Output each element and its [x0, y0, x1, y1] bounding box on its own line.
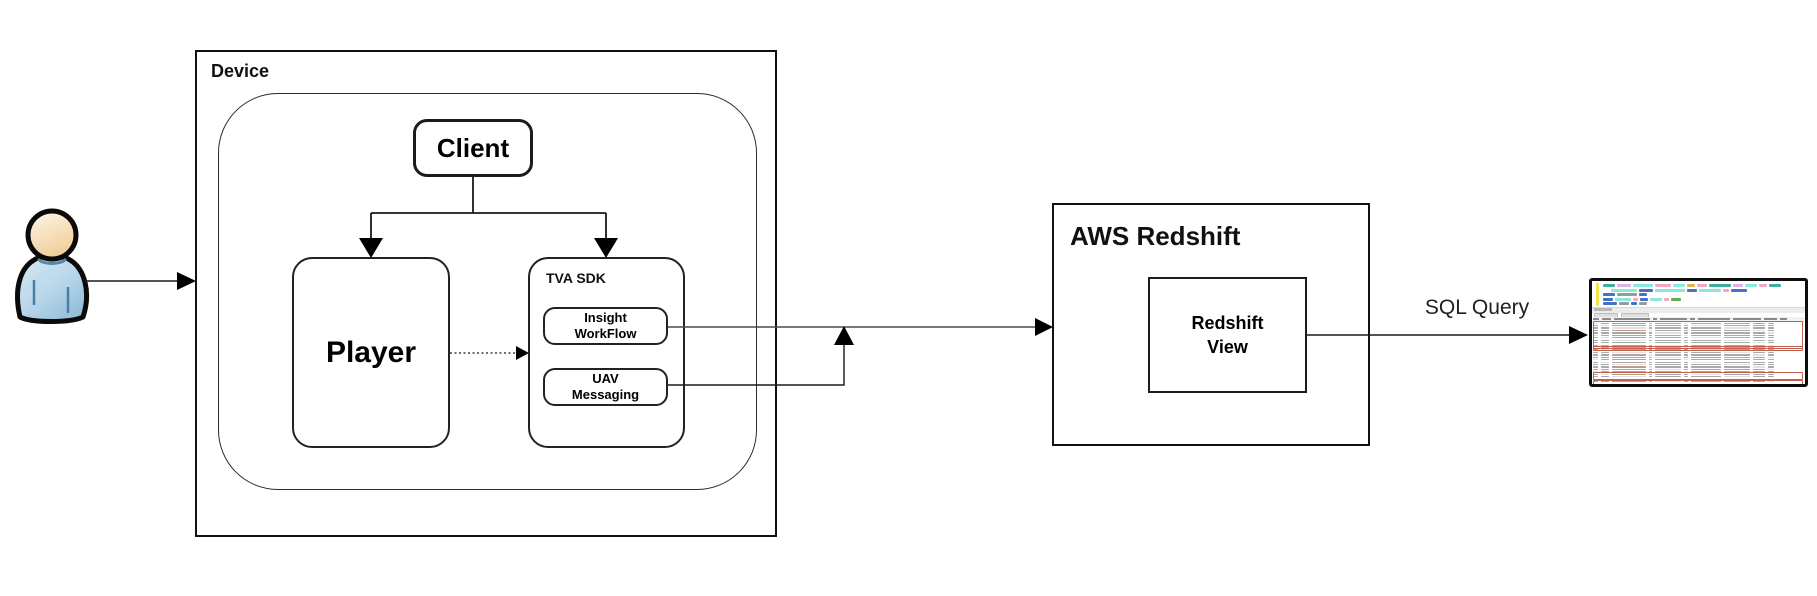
results-row — [1593, 332, 1804, 334]
results-row — [1593, 356, 1804, 358]
results-row — [1593, 381, 1804, 383]
person-icon — [15, 208, 90, 324]
query-results-thumbnail — [1589, 278, 1808, 387]
results-toolbar — [1592, 307, 1805, 313]
uav-messaging-label: UAV Messaging — [571, 370, 640, 402]
results-row — [1593, 368, 1804, 371]
results-row — [1593, 361, 1804, 363]
results-row — [1593, 376, 1804, 378]
client-box: Client — [413, 119, 533, 177]
results-row — [1593, 351, 1804, 354]
uav-messaging-box: UAV Messaging — [543, 368, 668, 406]
results-row — [1593, 334, 1804, 337]
tva-sdk-box: TVA SDK — [528, 257, 685, 448]
sql-code-area — [1603, 284, 1803, 307]
sql-query-label: SQL Query — [1424, 296, 1530, 319]
results-row — [1593, 354, 1804, 356]
results-row — [1593, 327, 1804, 329]
aws-redshift-label: AWS Redshift — [1070, 221, 1241, 251]
results-row — [1593, 373, 1804, 376]
results-row — [1593, 344, 1804, 346]
results-row — [1593, 378, 1804, 380]
results-row — [1593, 339, 1804, 341]
results-row — [1593, 366, 1804, 368]
device-inner-container — [218, 93, 757, 490]
device-label: Device — [211, 61, 270, 81]
results-grid — [1593, 317, 1804, 384]
results-row — [1593, 371, 1804, 373]
results-row — [1593, 322, 1804, 324]
results-row — [1593, 359, 1804, 361]
insight-workflow-label: Insight WorkFlow — [574, 309, 637, 341]
results-row — [1593, 342, 1804, 344]
insight-workflow-box: Insight WorkFlow — [543, 307, 668, 345]
results-row — [1593, 363, 1804, 366]
code-gutter-strip — [1596, 283, 1599, 306]
tva-sdk-label: TVA SDK — [546, 270, 606, 286]
actor-to-device-arrow — [85, 272, 196, 290]
results-row — [1593, 324, 1804, 327]
player-box: Player — [292, 257, 450, 448]
client-label: Client — [436, 132, 510, 163]
results-row — [1593, 383, 1804, 384]
player-label: Player — [325, 335, 417, 369]
redshift-view-box: Redshift View — [1148, 277, 1307, 393]
redshift-view-label: Redshift View — [1191, 312, 1264, 357]
results-row — [1593, 329, 1804, 332]
results-row — [1593, 337, 1804, 339]
